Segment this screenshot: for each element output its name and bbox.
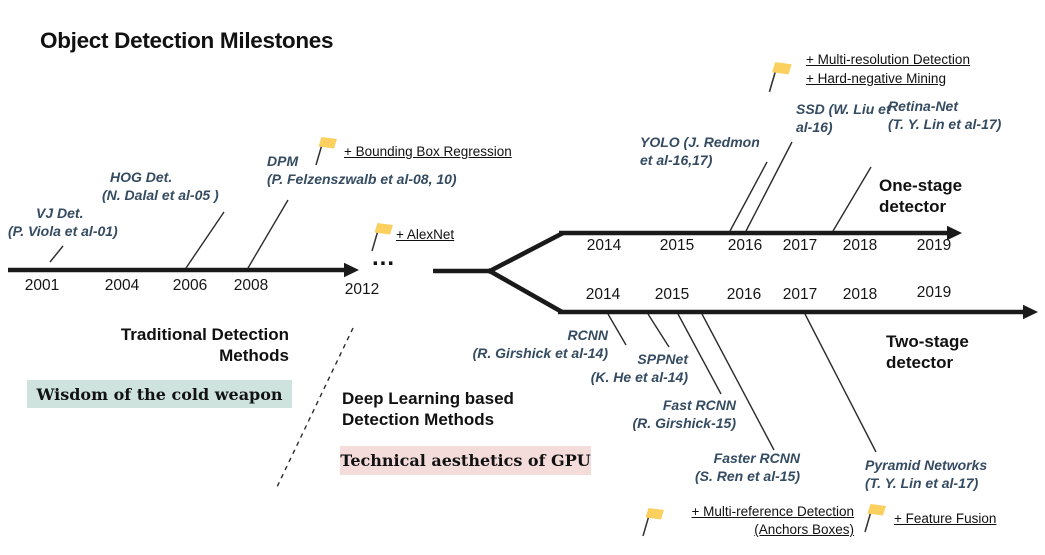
milestone-vj-name: VJ Det.: [36, 205, 84, 221]
faster-rcnn-tick-line: [701, 313, 775, 451]
milestone-hog-cite: (N. Dalal et al-05 ): [102, 186, 219, 203]
one-stage-year-2014: 2014: [586, 237, 622, 254]
milestone-vj: VJ Det. (P. Viola et al-01): [8, 205, 118, 241]
ssd-tick-line: [745, 141, 793, 232]
milestone-retina-net: Retina-Net (T. Y. Lin et al-17): [888, 98, 1001, 134]
flag-label-feature-fusion: + Feature Fusion: [894, 511, 997, 526]
milestone-dpm-cite: (P. Felzenszwalb et al-08, 10): [267, 170, 457, 187]
milestone-fast-rcnn-name: Fast RCNN: [662, 397, 736, 413]
milestone-pyramid-networks: Pyramid Networks (T. Y. Lin et al-17): [865, 457, 987, 493]
fast-rcnn-tick-line: [677, 313, 722, 395]
flag-label-multi-resolution: + Multi-resolution Detection: [806, 52, 970, 67]
milestone-dpm-name: DPM: [267, 153, 299, 169]
flag-label-multi-reference: + Multi-reference Detection: [691, 504, 854, 519]
milestone-yolo: YOLO (J. Redmon et al-16,17): [640, 134, 760, 168]
flag-icon: [768, 62, 792, 93]
year-2012: 2012: [344, 281, 380, 298]
flag-icon: [315, 137, 337, 166]
era-divider-dashed-line: [276, 327, 354, 488]
flag-icon: [864, 504, 886, 533]
year-2006: 2006: [172, 277, 208, 294]
milestone-rcnn-name: RCNN: [567, 327, 608, 343]
milestone-sppnet-cite: (K. He et al-14): [590, 368, 688, 385]
two-stage-year-2017: 2017: [782, 286, 818, 303]
milestone-hog: HOG Det. (N. Dalal et al-05 ): [102, 169, 219, 205]
sppnet-tick-line: [647, 313, 670, 348]
rcnn-tick-line: [607, 313, 627, 346]
two-stage-year-2014: 2014: [585, 286, 621, 303]
page-title: Object Detection Milestones: [40, 28, 334, 53]
year-2004: 2004: [104, 277, 140, 294]
milestone-faster-rcnn-name: Faster RCNN: [713, 450, 800, 466]
hog-tick-line: [185, 211, 225, 269]
milestone-rcnn-cite: (R. Girshick et al-14): [472, 344, 608, 361]
two-stage-detector-label: Two-stage detector: [886, 332, 969, 372]
milestone-fast-rcnn: Fast RCNN (R. Girshick-15): [586, 397, 736, 433]
milestone-sppnet: SPPNet (K. He et al-14): [538, 351, 688, 387]
two-stage-year-2019: 2019: [916, 284, 952, 301]
one-stage-arrowhead: [947, 225, 962, 241]
deep-learning-heading: Deep Learning based Detection Methods: [342, 389, 514, 429]
flag-label-hard-negative: + Hard-negative Mining: [806, 71, 946, 86]
year-2008: 2008: [233, 277, 269, 294]
two-stage-arrowhead: [1023, 304, 1038, 320]
deep-learning-tagline-text: Technical aesthetics of GPU: [340, 451, 591, 470]
milestone-pyramid-name: Pyramid Networks: [865, 457, 988, 473]
yolo-tick-line: [729, 161, 768, 232]
milestone-faster-rcnn: Faster RCNN (S. Ren et al-15): [650, 450, 800, 486]
two-stage-year-2016: 2016: [726, 286, 762, 303]
one-stage-year-2019: 2019: [916, 237, 952, 254]
flag-label-alexnet: + AlexNet: [396, 227, 455, 242]
fork-top-diagonal: [486, 230, 565, 275]
deep-learning-tagline-box: Technical aesthetics of GPU: [340, 446, 591, 475]
one-stage-year-2018: 2018: [842, 237, 878, 254]
two-stage-year-2015: 2015: [654, 286, 690, 303]
milestone-faster-rcnn-cite: (S. Ren et al-15): [694, 467, 800, 484]
traditional-methods-heading: Traditional Detection Methods: [120, 325, 289, 365]
fork-bottom-diagonal: [486, 267, 564, 315]
one-stage-year-2015: 2015: [659, 237, 695, 254]
milestone-sppnet-name: SPPNet: [637, 351, 688, 367]
timeline-ellipsis: ...: [372, 244, 396, 271]
flag-icon: [642, 508, 664, 537]
one-stage-year-2016: 2016: [727, 237, 763, 254]
one-stage-year-2017: 2017: [782, 237, 818, 254]
main-timeline-arrowhead: [344, 262, 359, 278]
milestone-rcnn: RCNN (R. Girshick et al-14): [458, 327, 608, 363]
pyramid-tick-line: [804, 313, 877, 453]
milestone-dpm: DPM (P. Felzenszwalb et al-08, 10): [267, 153, 457, 189]
retina-tick-line: [832, 166, 872, 232]
flag-label-bounding-box: + Bounding Box Regression: [344, 144, 512, 159]
one-stage-detector-label: One-stage detector: [879, 176, 963, 216]
milestone-retina-net-name: Retina-Net: [888, 98, 959, 114]
traditional-tagline-box: Wisdom of the cold weapon: [27, 380, 292, 408]
year-2001: 2001: [24, 277, 60, 294]
vj-tick-line: [49, 245, 64, 263]
milestone-fast-rcnn-cite: (R. Girshick-15): [632, 414, 736, 431]
flag-icon: [371, 223, 393, 252]
milestone-hog-name: HOG Det.: [110, 169, 173, 185]
milestone-pyramid-cite: (T. Y. Lin et al-17): [865, 474, 979, 491]
milestone-ssd: SSD (W. Liu et al-16): [796, 101, 891, 135]
milestone-vj-cite: (P. Viola et al-01): [8, 222, 118, 239]
two-stage-year-2018: 2018: [842, 286, 878, 303]
dpm-tick-line: [247, 199, 289, 269]
milestone-retina-net-cite: (T. Y. Lin et al-17): [888, 115, 1002, 132]
flag-label-multi-reference-block: + Multi-reference Detection (Anchors Box…: [681, 503, 854, 539]
flag-label-anchors-boxes: (Anchors Boxes): [754, 522, 854, 538]
traditional-tagline-text: Wisdom of the cold weapon: [36, 384, 283, 404]
